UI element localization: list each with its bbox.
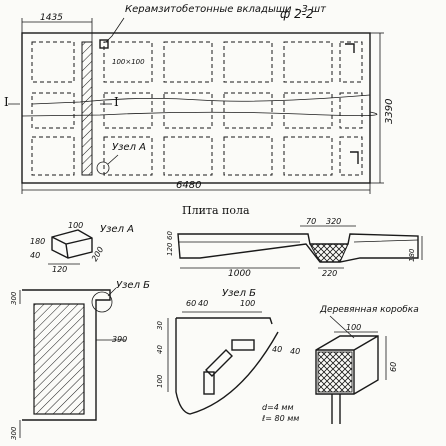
svg-text:40: 40 (30, 251, 40, 260)
dim-6480: 6480 (176, 180, 201, 191)
wall-detail: Узел Б 300 390 300 (10, 280, 150, 440)
svg-text:100: 100 (68, 221, 83, 230)
node-a-circle (96, 161, 110, 175)
hatched-insert-strip (81, 41, 93, 176)
svg-text:ℓ= 80 мм: ℓ= 80 мм (261, 414, 299, 423)
box-piece (203, 371, 215, 395)
svg-text:180: 180 (408, 248, 416, 262)
svg-text:70: 70 (306, 217, 316, 226)
callout-leader (105, 17, 125, 43)
node-b-title: Узел Б (222, 288, 256, 299)
node-b-detail: Узел Б 60 40 100 30 40 100 40 (156, 288, 282, 415)
box-piece (231, 339, 255, 351)
svg-text:220: 220 (322, 269, 337, 278)
svg-text:390: 390 (112, 335, 127, 344)
node-b-circle (91, 291, 113, 313)
hatched-wall (33, 303, 85, 415)
svg-text:60: 60 (186, 299, 196, 308)
insert-section-hatch (309, 243, 349, 263)
svg-text:30: 30 (156, 321, 164, 330)
svg-text:d=4 мм: d=4 мм (262, 403, 293, 412)
dim-3390: 3390 (384, 99, 395, 124)
svg-text:120: 120 (166, 242, 174, 256)
slab-section: 70 320 120 60 1000 220 180 (166, 217, 423, 279)
section-mark-right: I (114, 95, 119, 109)
floor-slab-plan: I I 1435 6480 3390 Керамзитобетонные вкл… (4, 3, 395, 217)
corner-insert (350, 151, 359, 164)
insert-size-label: 100×100 (112, 58, 145, 66)
diagonal-strut (205, 349, 233, 377)
node-a-detail: Узел A 100 180 40 120 200 (30, 221, 134, 274)
svg-text:1000: 1000 (228, 269, 251, 279)
rib-grid (31, 41, 363, 176)
section-mark-left: I (4, 95, 9, 109)
svg-text:180: 180 (30, 237, 45, 246)
node-b-pointer-label: Узел Б (116, 280, 150, 291)
svg-text:100: 100 (240, 299, 255, 308)
svg-text:60: 60 (166, 231, 174, 240)
svg-text:40: 40 (156, 345, 164, 354)
svg-text:40: 40 (290, 347, 300, 356)
svg-text:300: 300 (10, 291, 18, 305)
box-isometric (315, 335, 379, 395)
slab-outline (21, 32, 371, 184)
insert-marker (99, 39, 109, 49)
callout-inserts-line1: Керамзитобетонные вкладыши - 3 шт (125, 3, 327, 15)
section-outline (177, 233, 419, 263)
node-a-pointer-label: Узел A (112, 142, 146, 153)
corner-insert (345, 43, 355, 53)
section-line (8, 94, 371, 105)
node-b-outline (175, 317, 279, 415)
dim-1435: 1435 (40, 13, 63, 23)
svg-text:320: 320 (326, 217, 341, 226)
svg-text:120: 120 (52, 265, 67, 274)
svg-text:100: 100 (346, 323, 361, 332)
wall-outline (22, 289, 111, 421)
plan-caption: Плита пола (182, 204, 250, 217)
svg-text:40: 40 (272, 345, 282, 354)
wooden-box-detail: Деревянная коробка 100 40 60 d=4 мм ℓ= 8… (261, 305, 419, 424)
svg-text:60: 60 (389, 362, 398, 372)
node-a-title: Узел A (100, 224, 134, 235)
block-isometric (51, 229, 93, 259)
svg-text:40: 40 (198, 299, 208, 308)
break-line (21, 111, 378, 117)
svg-text:300: 300 (10, 426, 18, 440)
svg-text:100: 100 (156, 374, 164, 388)
drawing-mark: ф 2-2 (280, 7, 314, 21)
box-title: Деревянная коробка (319, 305, 419, 315)
